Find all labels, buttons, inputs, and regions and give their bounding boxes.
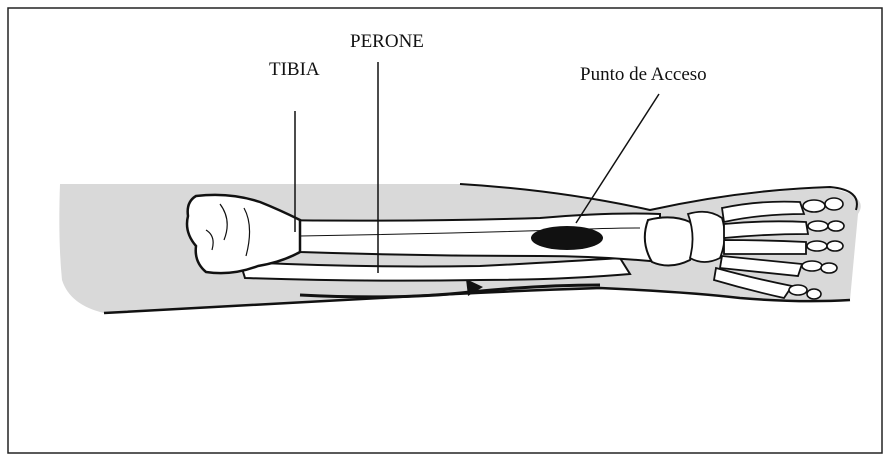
phalanx-3b <box>827 241 843 251</box>
phalanx-1a <box>803 200 825 212</box>
phalanx-4a <box>802 261 822 271</box>
phalanx-2b <box>828 221 844 231</box>
phalanx-5a <box>789 285 807 295</box>
phalanx-3a <box>807 241 827 251</box>
access-point-marker <box>531 226 603 250</box>
phalanx-4b <box>821 263 837 273</box>
tibia-label: TIBIA <box>269 59 320 80</box>
access-point-label: Punto de Acceso <box>580 64 707 85</box>
phalanx-2a <box>808 221 828 231</box>
metatarsal-3 <box>724 240 806 254</box>
perone-label: PERONE <box>350 31 424 52</box>
talus-bone <box>645 217 695 265</box>
navicular-bone <box>688 212 725 262</box>
phalanx-5b <box>807 289 821 299</box>
phalanx-1b <box>825 198 843 210</box>
